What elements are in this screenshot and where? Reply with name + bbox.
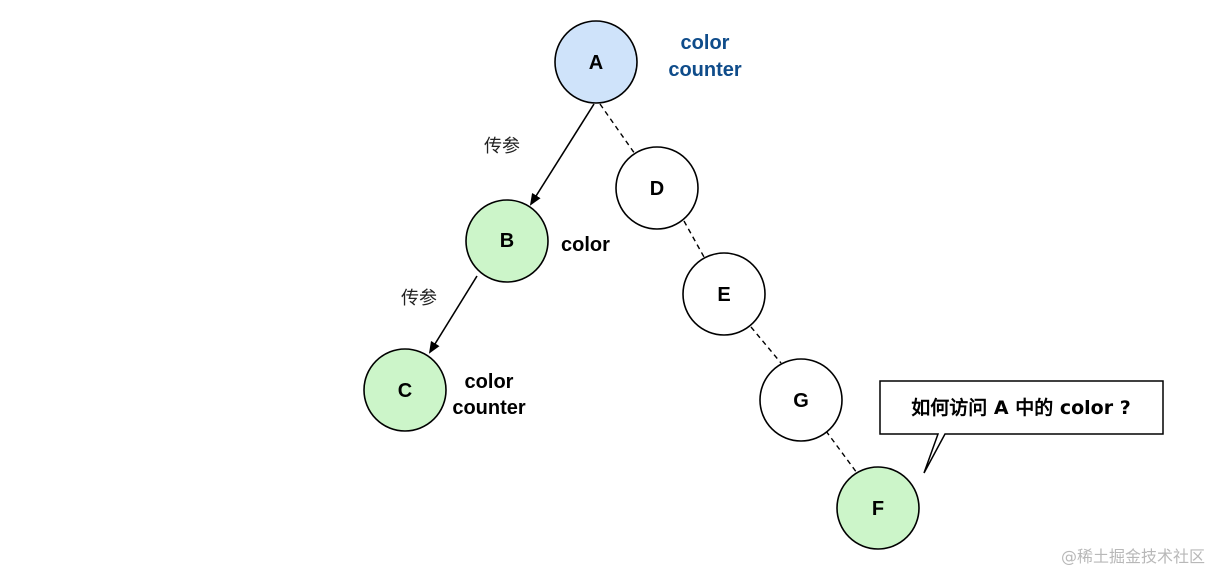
question-callout: 如何访问 A 中的 color ?: [879, 380, 1164, 474]
node-c-vars-line1: color: [465, 371, 514, 393]
node-a: A: [554, 20, 638, 104]
node-g-label: G: [793, 390, 809, 412]
edge-e-to-g-dashed: [750, 326, 782, 364]
node-b: B: [465, 199, 549, 283]
node-g-circle: [759, 358, 843, 442]
edge-a-to-b-arrow: [529, 103, 595, 206]
callout-text: 如何访问 A 中的 color ?: [911, 396, 1130, 419]
node-c-circle: [363, 348, 447, 432]
edge-label-b-to-c: 传参: [401, 288, 437, 309]
node-e-circle: [682, 252, 766, 336]
node-d-circle: [615, 146, 699, 230]
callout-bubble: [879, 380, 1164, 474]
watermark: @稀土掘金技术社区: [1061, 547, 1205, 566]
node-b-label: B: [500, 230, 514, 252]
node-e-label: E: [717, 284, 730, 306]
node-b-vars-line1: color: [561, 234, 610, 256]
node-g: G: [759, 358, 843, 442]
node-f: F: [836, 466, 920, 550]
node-c: C: [363, 348, 447, 432]
node-f-label: F: [872, 498, 884, 520]
node-d: D: [615, 146, 699, 230]
edge-b-to-c-arrow: [428, 275, 478, 354]
node-a-vars-line2: counter: [668, 59, 742, 81]
node-a-circle: [554, 20, 638, 104]
edge-a-to-d-dashed: [599, 103, 636, 155]
node-f-circle: [836, 466, 920, 550]
edge-label-a-to-b: 传参: [484, 136, 520, 157]
node-a-label: A: [589, 52, 603, 74]
node-c-vars-line2: counter: [452, 397, 526, 419]
node-a-vars-line1: color: [681, 32, 730, 54]
node-c-label: C: [398, 380, 412, 402]
edge-g-to-f-dashed: [825, 430, 858, 474]
node-d-label: D: [650, 178, 664, 200]
node-e: E: [682, 252, 766, 336]
edge-d-to-e-dashed: [683, 220, 705, 258]
node-b-circle: [465, 199, 549, 283]
